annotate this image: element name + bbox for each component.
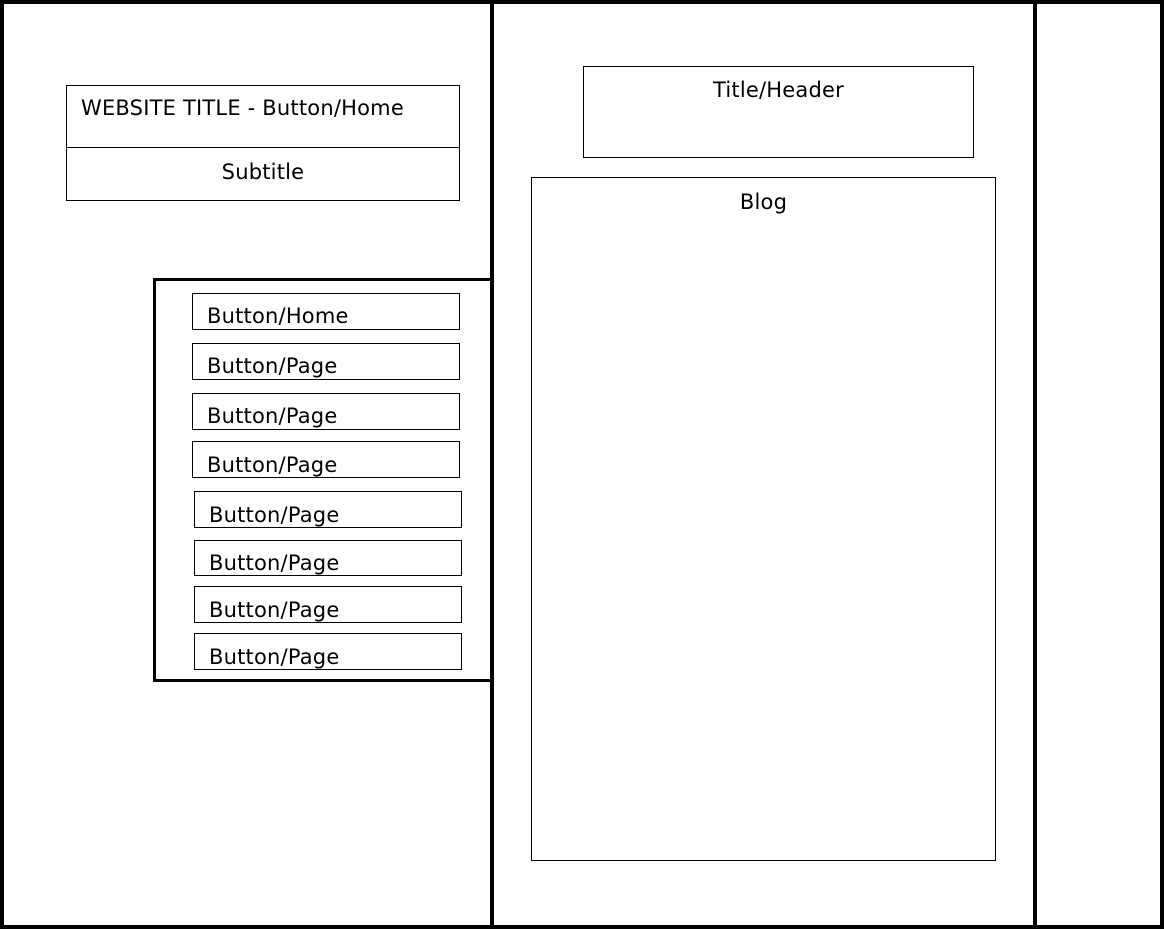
main-header-label: Title/Header (713, 78, 844, 102)
nav-button-label: Button/Page (209, 551, 340, 575)
nav-button-label: Button/Page (207, 453, 338, 477)
blog-label: Blog (739, 190, 788, 214)
nav-panel (153, 278, 493, 682)
site-title-button[interactable]: WEBSITE TITLE - Button/Home (66, 85, 460, 148)
nav-button-page[interactable]: Button/Page (194, 633, 462, 670)
left-column-divider (490, 0, 494, 929)
nav-button-page[interactable]: Button/Page (192, 441, 460, 478)
nav-button-label: Button/Home (207, 304, 349, 328)
nav-button-label: Button/Page (209, 598, 340, 622)
site-subtitle: Subtitle (66, 147, 460, 201)
right-sidebar (1037, 4, 1160, 925)
site-subtitle-label: Subtitle (221, 160, 305, 184)
nav-button-page[interactable]: Button/Page (192, 343, 460, 380)
blog-panel: Blog (531, 177, 996, 861)
right-column-divider (1033, 0, 1037, 929)
nav-button-label: Button/Page (207, 404, 338, 428)
nav-button-label: Button/Page (209, 503, 340, 527)
nav-button-page[interactable]: Button/Page (194, 491, 462, 528)
nav-button-label: Button/Page (207, 354, 338, 378)
nav-button-home[interactable]: Button/Home (192, 293, 460, 330)
nav-button-page[interactable]: Button/Page (194, 586, 462, 623)
site-title-label: WEBSITE TITLE - Button/Home (81, 96, 404, 120)
nav-button-page[interactable]: Button/Page (192, 393, 460, 430)
main-header: Title/Header (583, 66, 974, 158)
nav-button-page[interactable]: Button/Page (194, 540, 462, 576)
nav-button-label: Button/Page (209, 645, 340, 669)
